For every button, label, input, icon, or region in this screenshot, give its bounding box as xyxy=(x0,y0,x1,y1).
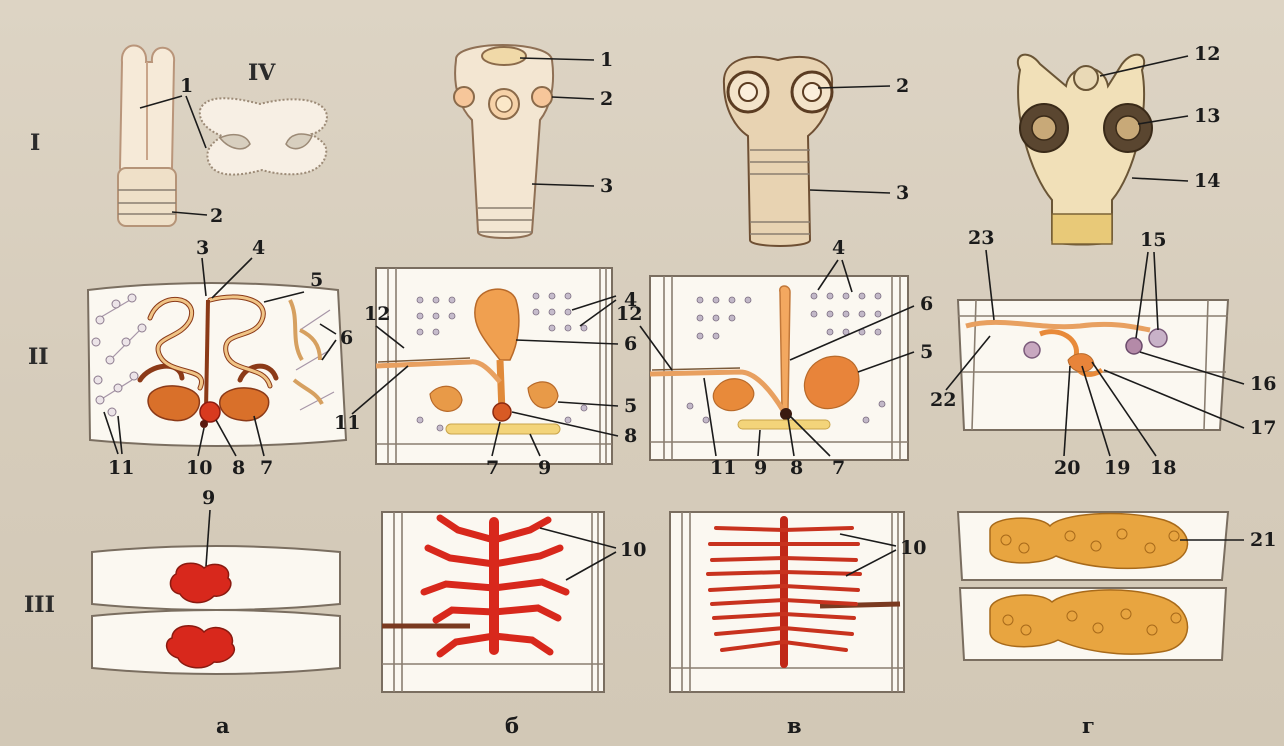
label-a2-4: 4 xyxy=(252,237,265,259)
label-g1-14: 14 xyxy=(1194,170,1220,192)
label-b2-8: 8 xyxy=(624,425,637,447)
label-v2-5: 5 xyxy=(920,341,933,363)
label-b1-2: 2 xyxy=(600,88,613,110)
row-label-I: I xyxy=(30,130,40,156)
label-b2-9: 9 xyxy=(538,457,551,479)
label-a1-2: 2 xyxy=(210,205,223,227)
label-g2-20: 20 xyxy=(1054,457,1080,479)
label-g2-16: 16 xyxy=(1250,373,1276,395)
label-v2-9: 9 xyxy=(754,457,767,479)
scolex-cross-section xyxy=(200,98,327,174)
label-a2-6: 6 xyxy=(340,327,353,349)
label-a2-7: 7 xyxy=(260,457,273,479)
scolex-g xyxy=(1018,55,1152,245)
label-v2-8: 8 xyxy=(790,457,803,479)
label-v3-10: 10 xyxy=(900,537,926,559)
label-v2-4: 4 xyxy=(832,237,845,259)
label-a3-9: 9 xyxy=(202,487,215,509)
label-g2-18: 18 xyxy=(1150,457,1176,479)
label-b2-5: 5 xyxy=(624,395,637,417)
label-b1-3: 3 xyxy=(600,175,613,197)
label-v1-3: 3 xyxy=(896,182,909,204)
label-a2-10: 10 xyxy=(186,457,212,479)
gravid-proglottid-b xyxy=(382,512,604,692)
proglottid-b xyxy=(376,268,612,464)
row-label-III: III xyxy=(24,592,55,618)
column-label-g: г xyxy=(1082,713,1095,738)
label-b1-1: 1 xyxy=(600,49,613,71)
label-g2-22: 22 xyxy=(930,389,956,411)
label-g2-23: 23 xyxy=(968,227,994,249)
label-a2-11: 11 xyxy=(108,457,134,479)
label-g2-15: 15 xyxy=(1140,229,1166,251)
label-v2-7: 7 xyxy=(832,457,845,479)
label-v1-2: 2 xyxy=(896,75,909,97)
label-a2-5: 5 xyxy=(310,269,323,291)
gravid-segments-g xyxy=(958,512,1228,660)
mature-segments-a xyxy=(92,546,340,674)
column-label-v: в xyxy=(787,713,802,738)
label-g3-21: 21 xyxy=(1250,529,1276,551)
column-label-a: а xyxy=(216,713,230,738)
label-b2-11: 11 xyxy=(334,412,360,434)
label-g2-17: 17 xyxy=(1250,417,1276,439)
label-b2-12: 12 xyxy=(364,303,390,325)
inset-label-IV: IV xyxy=(248,60,276,86)
label-g1-13: 13 xyxy=(1194,105,1220,127)
label-v2-12: 12 xyxy=(616,303,642,325)
label-g2-19: 19 xyxy=(1104,457,1130,479)
label-v2-6: 6 xyxy=(920,293,933,315)
column-label-b: б xyxy=(505,713,519,738)
scolex-a xyxy=(118,46,176,227)
scolex-v xyxy=(724,57,832,246)
label-b2-6: 6 xyxy=(624,333,637,355)
label-a2-3: 3 xyxy=(196,237,209,259)
scolex-b xyxy=(454,45,553,238)
row-label-II: II xyxy=(28,344,49,370)
label-b2-7: 7 xyxy=(486,457,499,479)
label-v2-11: 11 xyxy=(710,457,736,479)
label-a1-1: 1 xyxy=(180,75,193,97)
proglottid-g xyxy=(958,300,1228,430)
label-b3-10: 10 xyxy=(620,539,646,561)
label-a2-8: 8 xyxy=(232,457,245,479)
gravid-proglottid-v xyxy=(670,512,904,692)
label-g1-12: 12 xyxy=(1194,43,1220,65)
